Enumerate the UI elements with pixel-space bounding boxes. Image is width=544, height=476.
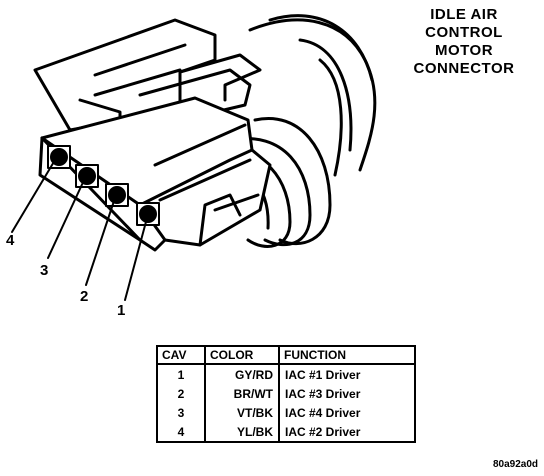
- table-row: 4 YL/BK IAC #2 Driver: [156, 422, 416, 443]
- cell-color: BR/WT: [204, 384, 280, 403]
- cavity-label-1: 1: [117, 302, 126, 319]
- header-color: COLOR: [204, 345, 280, 365]
- cell-cav: 2: [156, 384, 206, 403]
- cavity-label-3: 3: [40, 262, 49, 279]
- leader-lines: [11, 159, 148, 301]
- title-line: CONTROL: [425, 24, 503, 41]
- title-line: MOTOR: [434, 42, 494, 59]
- table-row: 3 VT/BK IAC #4 Driver: [156, 403, 416, 422]
- cavity-label-2: 2: [80, 288, 89, 305]
- table-row: 2 BR/WT IAC #3 Driver: [156, 384, 416, 403]
- header-cav: CAV: [156, 345, 206, 365]
- cell-color: GY/RD: [204, 364, 280, 384]
- table-row: 1 GY/RD IAC #1 Driver: [156, 364, 416, 384]
- header-function: FUNCTION: [278, 345, 416, 365]
- reference-code: 80a92a0d: [492, 459, 538, 470]
- table-header-row: CAV COLOR FUNCTION: [156, 345, 416, 365]
- cell-color: YL/BK: [204, 422, 280, 443]
- cell-function: IAC #3 Driver: [278, 384, 416, 403]
- pinout-table: CAV COLOR FUNCTION 1 GY/RD IAC #1 Driver…: [156, 345, 416, 443]
- cell-function: IAC #1 Driver: [278, 364, 416, 384]
- cell-function: IAC #4 Driver: [278, 403, 416, 422]
- cell-cav: 3: [156, 403, 206, 422]
- title-line: IDLE AIR: [430, 6, 498, 23]
- cell-cav: 1: [156, 364, 206, 384]
- cell-cav: 4: [156, 422, 206, 443]
- cavity-label-4: 4: [6, 232, 15, 249]
- connector-housing: [38, 96, 272, 252]
- cell-function: IAC #2 Driver: [278, 422, 416, 443]
- cell-color: VT/BK: [204, 403, 280, 422]
- title-line: CONNECTOR: [413, 60, 515, 77]
